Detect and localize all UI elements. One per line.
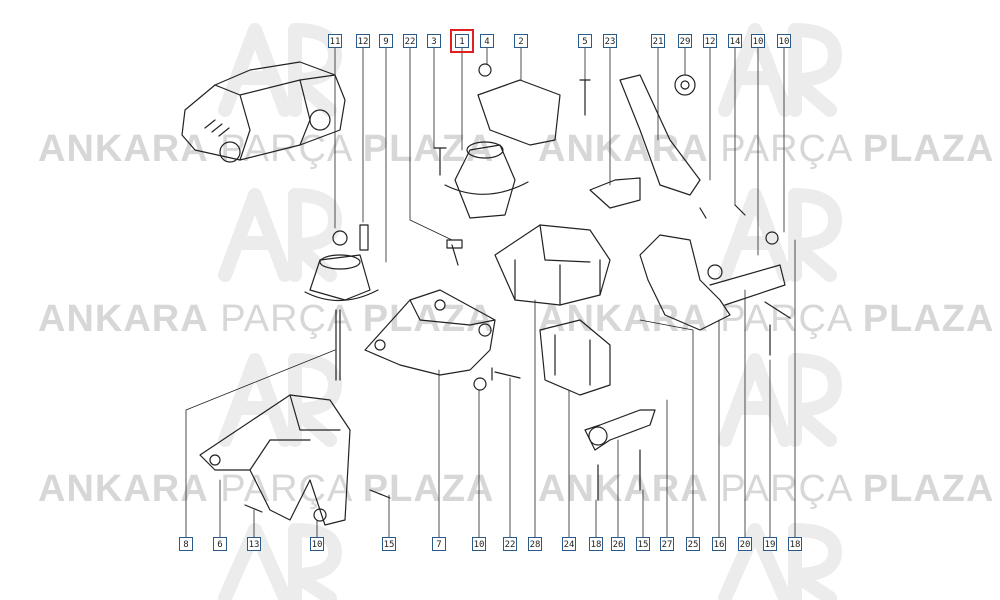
callout-22b: 22 bbox=[503, 537, 517, 551]
callout-10a: 10 bbox=[751, 34, 765, 48]
callout-12b: 12 bbox=[703, 34, 717, 48]
callout-14: 14 bbox=[728, 34, 742, 48]
watermark-logo-icon bbox=[218, 523, 342, 600]
watermark-text: ANKARA PARÇA PLAZA bbox=[38, 468, 495, 510]
callout-19: 19 bbox=[763, 537, 777, 551]
callout-20: 20 bbox=[738, 537, 752, 551]
callout-13: 13 bbox=[247, 537, 261, 551]
watermark-text: ANKARA PARÇA PLAZA bbox=[538, 468, 995, 510]
watermark-text: ANKARA PARÇA PLAZA bbox=[38, 128, 495, 170]
callout-3: 3 bbox=[427, 34, 441, 48]
link-26 bbox=[584, 409, 656, 451]
link-23 bbox=[589, 177, 641, 209]
bracket-16 bbox=[639, 231, 786, 331]
callout-7: 7 bbox=[432, 537, 446, 551]
callout-8: 8 bbox=[179, 537, 193, 551]
callout-5: 5 bbox=[578, 34, 592, 48]
callout-29: 29 bbox=[678, 34, 692, 48]
callout-1-highlighted[interactable]: 1 bbox=[450, 29, 474, 53]
callout-23: 23 bbox=[603, 34, 617, 48]
bolts-15-13 bbox=[244, 489, 391, 513]
engine-mount-left bbox=[304, 224, 379, 381]
car-illustration bbox=[181, 61, 346, 163]
callout-15a: 15 bbox=[382, 537, 396, 551]
watermark-logo-icon bbox=[718, 188, 842, 282]
callout-10d: 10 bbox=[472, 537, 486, 551]
bracket-6 bbox=[199, 394, 391, 526]
arm-21 bbox=[619, 74, 701, 196]
bolt-5 bbox=[579, 79, 591, 116]
callout-11: 11 bbox=[328, 34, 342, 48]
bush-29 bbox=[674, 74, 696, 96]
callout-12: 12 bbox=[356, 34, 370, 48]
bracket-7 bbox=[364, 289, 496, 376]
mount-24 bbox=[539, 319, 611, 396]
callout-24: 24 bbox=[562, 537, 576, 551]
bracket-28 bbox=[494, 224, 611, 306]
plate-2 bbox=[477, 79, 561, 146]
watermark-text: ANKARA PARÇA PLAZA bbox=[538, 128, 995, 170]
callout-4: 4 bbox=[480, 34, 494, 48]
callout-22: 22 bbox=[403, 34, 417, 48]
bolts-14 bbox=[699, 204, 746, 219]
callout-26: 26 bbox=[611, 537, 625, 551]
engine-mount-1 bbox=[444, 63, 529, 219]
callout-18b: 18 bbox=[788, 537, 802, 551]
bolt-22-lower bbox=[491, 367, 521, 381]
callout-21: 21 bbox=[651, 34, 665, 48]
bolts-18-15 bbox=[597, 449, 641, 501]
watermark-text: ANKARA PARÇA PLAZA bbox=[538, 298, 995, 340]
leader-lines bbox=[185, 46, 796, 538]
callout-15b: 15 bbox=[636, 537, 650, 551]
bolt-3 bbox=[433, 147, 447, 176]
callout-27: 27 bbox=[660, 537, 674, 551]
bolt-22 bbox=[446, 239, 463, 266]
watermark-logo-icon bbox=[718, 523, 842, 600]
callout-25: 25 bbox=[686, 537, 700, 551]
nut-10 bbox=[473, 377, 487, 391]
callout-9: 9 bbox=[379, 34, 393, 48]
callout-10b: 10 bbox=[777, 34, 791, 48]
callout-10c: 10 bbox=[310, 537, 324, 551]
callout-2: 2 bbox=[514, 34, 528, 48]
callout-28: 28 bbox=[528, 537, 542, 551]
callout-16: 16 bbox=[712, 537, 726, 551]
bolts-19-18 bbox=[764, 301, 791, 356]
callout-6: 6 bbox=[213, 537, 227, 551]
watermark-logo-icon bbox=[218, 353, 342, 447]
callout-18a: 18 bbox=[589, 537, 603, 551]
watermark-text: ANKARA PARÇA PLAZA bbox=[38, 298, 495, 340]
